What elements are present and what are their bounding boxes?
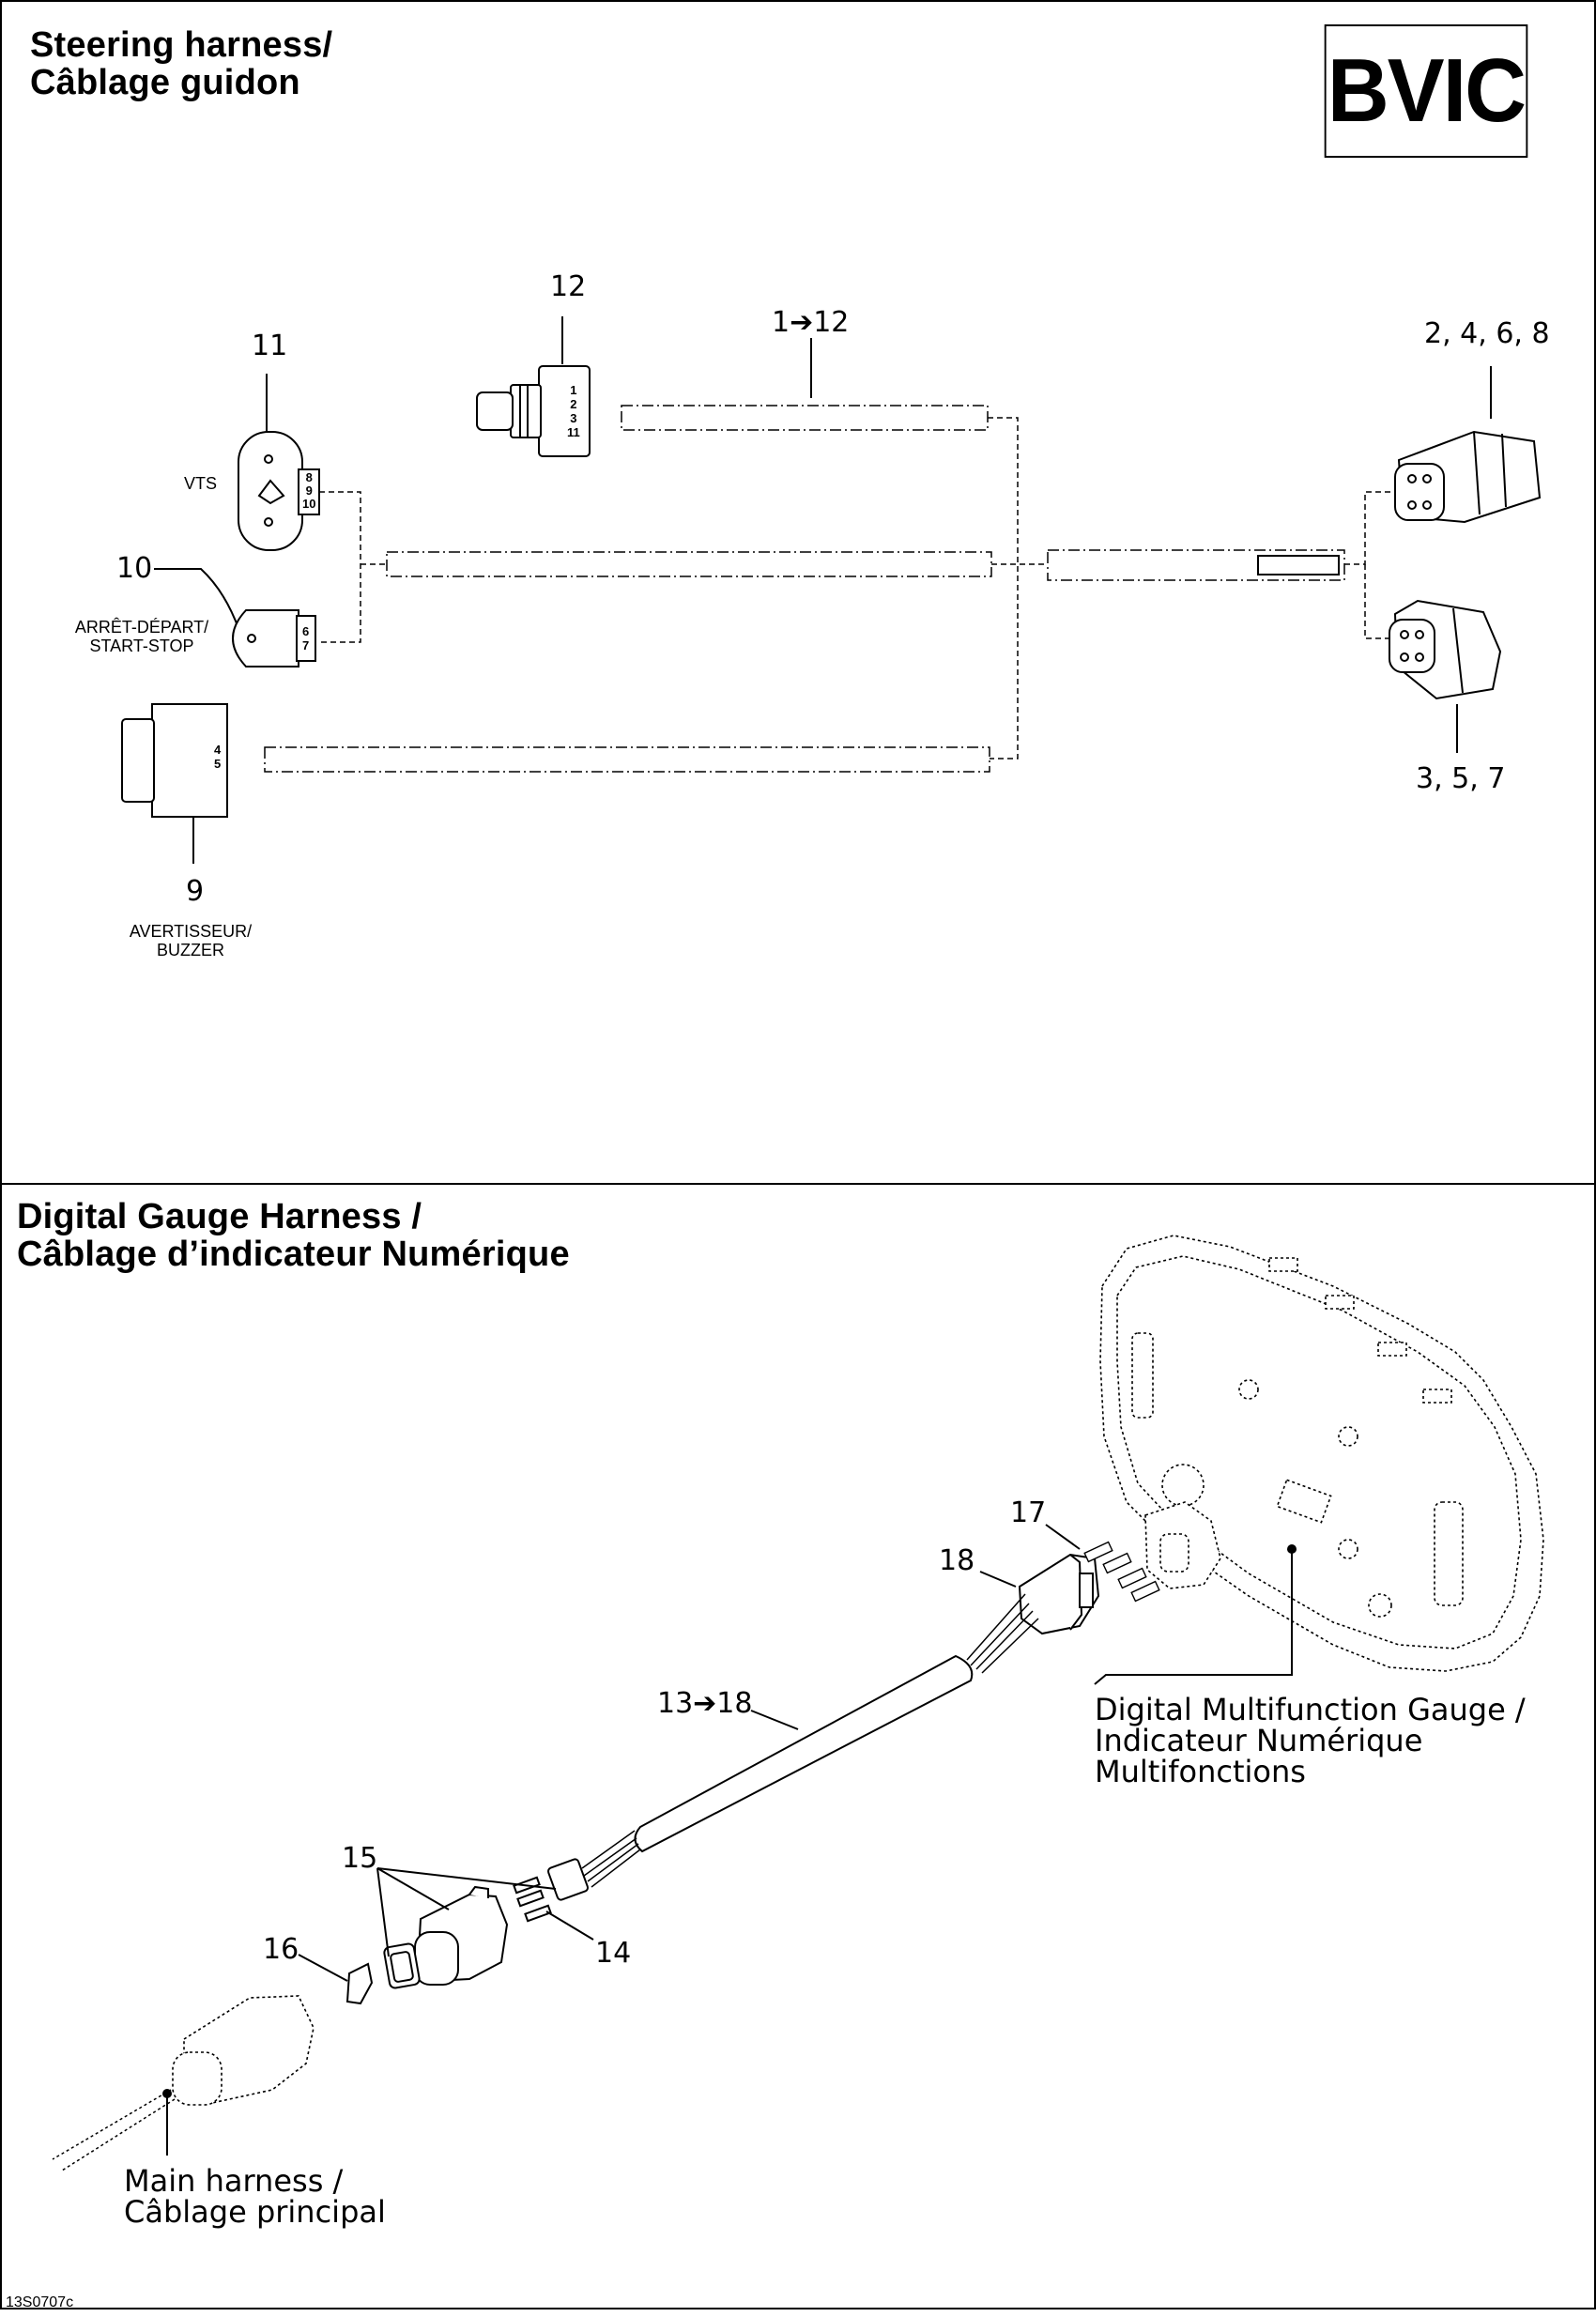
digital-multifunction-gauge-label: Digital Multifunction Gauge / Indicateur… [1095, 1695, 1526, 1788]
pin-label: 4 [214, 743, 222, 757]
callout-17: 17 [1010, 1496, 1047, 1529]
digital-multifunction-gauge [1099, 1235, 1544, 1672]
pin-label: 7 [302, 638, 310, 652]
callout-12: 12 [550, 270, 587, 303]
start-stop-label-line2: START-STOP [89, 637, 194, 655]
pin-label: 1 [570, 383, 577, 397]
pin-label: 10 [302, 497, 316, 511]
buzzer-label: AVERTISSEUR/ BUZZER [111, 922, 270, 959]
callout-18: 18 [939, 1544, 975, 1577]
buzzer [121, 703, 228, 818]
buzzer-label-line1: AVERTISSEUR/ [129, 922, 253, 941]
start-stop-switch [232, 609, 316, 667]
gauge-label-line1: Digital Multifunction Gauge / [1095, 1692, 1526, 1727]
pin-label: 3 [570, 411, 577, 425]
vts-switch [238, 431, 320, 551]
gauge-label-line2: Indicateur Numérique [1095, 1723, 1423, 1758]
callout-11: 11 [252, 330, 288, 362]
main-harness-label-line1: Main harness / [124, 2163, 344, 2199]
pin-label: 8 [305, 470, 313, 484]
pin-label: 6 [302, 624, 310, 638]
steering-harness-diagram [121, 316, 1542, 864]
main-harness-label: Main harness / Câblage principal [124, 2166, 386, 2228]
start-stop-label-line1: ARRÊT-DÉPART/ [74, 618, 209, 637]
callout-14: 14 [595, 1937, 632, 1970]
seal-15 [383, 1942, 421, 1989]
harness-cable [634, 1654, 974, 1853]
steering-harness-title-line2: Câblage guidon [30, 63, 300, 102]
harness-tubes [264, 405, 1345, 773]
connector-18 [1018, 1553, 1100, 1635]
digital-gauge-harness-title-line2: Câblage d’indicateur Numérique [17, 1235, 570, 1274]
pin-label: 5 [214, 757, 222, 771]
vts-label: VTS [184, 474, 218, 493]
connector-15 [414, 1885, 509, 1986]
callout-15: 15 [342, 1842, 378, 1875]
start-stop-label: ARRÊT-DÉPART/ START-STOP [62, 618, 222, 655]
connector-3-5-7 [1389, 599, 1502, 700]
callout-9: 9 [186, 875, 205, 908]
model-badge: BVIC [1324, 24, 1528, 158]
pin-label: 2 [570, 397, 577, 411]
gauge-label-line3: Multifonctions [1095, 1754, 1306, 1789]
pin-label: 9 [305, 483, 313, 498]
callout-13-to-18: 13➔18 [657, 1687, 753, 1720]
wedge-16 [345, 1962, 374, 2005]
callout-3-5-7: 3, 5, 7 [1416, 762, 1506, 795]
main-harness-label-line2: Câblage principal [124, 2194, 386, 2230]
steering-harness-panel [0, 0, 1596, 1185]
connector-2-4-6-8 [1394, 430, 1542, 524]
vts-pin-labels: 8 9 10 [302, 471, 315, 511]
connector-12-pin-labels: 1 2 3 11 [567, 383, 580, 439]
buzzer-pin-labels: 4 5 [214, 743, 221, 771]
steering-harness-title-line1: Steering harness/ [30, 25, 333, 65]
document-code: 13S0707c [6, 2294, 74, 2310]
callout-2-4-6-8: 2, 4, 6, 8 [1424, 317, 1550, 350]
digital-gauge-harness-title: Digital Gauge Harness / Câblage d’indica… [17, 1198, 570, 1273]
connector-12 [476, 365, 591, 457]
connector-14 [513, 1858, 590, 1923]
callout-10: 10 [116, 552, 153, 585]
steering-harness-title: Steering harness/ Câblage guidon [30, 26, 332, 101]
buzzer-label-line2: BUZZER [157, 941, 224, 959]
start-stop-pin-labels: 6 7 [302, 624, 309, 652]
main-harness-connector [172, 1995, 315, 2106]
digital-gauge-harness-title-line1: Digital Gauge Harness / [17, 1197, 422, 1236]
callout-16: 16 [263, 1933, 299, 1966]
callout-1-to-12: 1➔12 [772, 306, 850, 339]
terminals-17 [1083, 1541, 1160, 1603]
pin-label: 11 [567, 425, 580, 439]
